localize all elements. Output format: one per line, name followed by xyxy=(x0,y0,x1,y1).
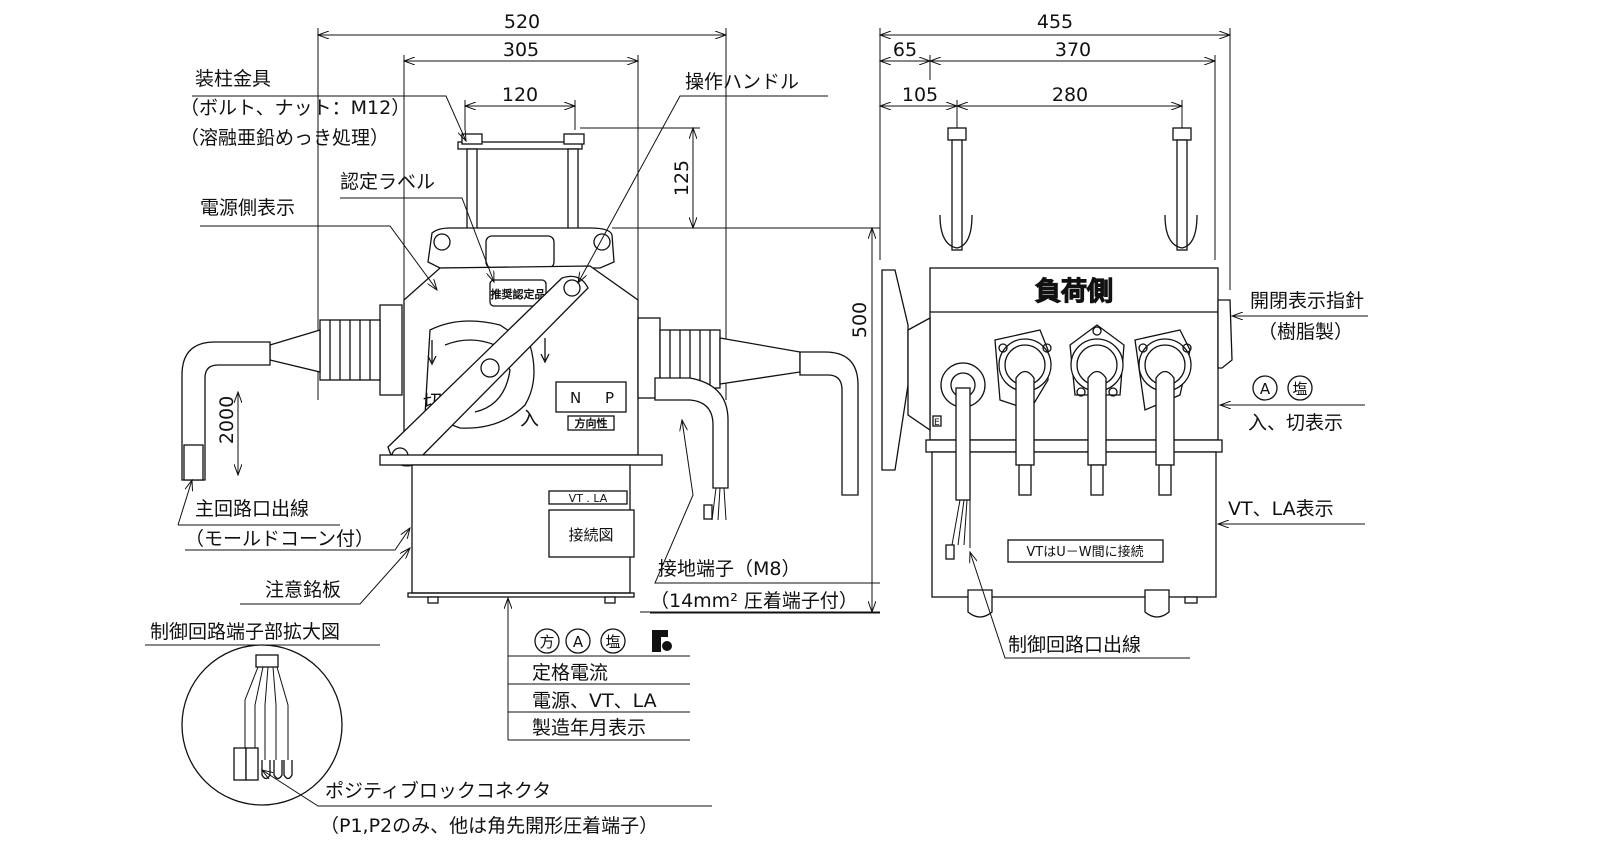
label-ground-terminal: 接地端子（M8） xyxy=(658,558,800,580)
cable-risers xyxy=(945,370,1175,560)
side-dimensions: 455 65 370 105 280 xyxy=(880,11,1230,290)
front-dimensions: 520 305 120 125 500 2000 xyxy=(216,11,880,612)
nameplate-marks: 方 A 塩 xyxy=(534,628,672,654)
side-pole-bolts xyxy=(939,127,1198,251)
handle-guide xyxy=(424,320,535,429)
left-bushing-cable xyxy=(181,304,403,481)
on-mark: 入 xyxy=(520,408,539,430)
label-pole-fitting-finish: （溶融亜鉛めっき処理） xyxy=(180,127,389,149)
dim-370: 370 xyxy=(1055,39,1091,61)
dim-455: 455 xyxy=(1037,11,1073,33)
label-caution-plate: 注意銘板 xyxy=(265,579,341,601)
dim-520: 520 xyxy=(504,11,540,33)
label-pole-fitting: 装柱金具 xyxy=(195,68,271,90)
dim-65: 65 xyxy=(893,39,917,61)
label-vt-la-mark: VT、LA表示 xyxy=(1228,498,1334,520)
dim-305: 305 xyxy=(503,39,539,61)
label-cert-label: 認定ラベル xyxy=(340,171,435,193)
label-main-circuit-lead-note: （モールドコーン付） xyxy=(185,528,374,550)
front-callouts: 装柱金具 （ボルト、ナット：M12） （溶融亜鉛めっき処理） 認定ラベル 電源側… xyxy=(145,68,880,837)
dim-105: 105 xyxy=(902,84,938,106)
dim-2000: 2000 xyxy=(216,396,238,444)
vt-la-plate: VT . LA xyxy=(569,492,608,505)
side-lower-box xyxy=(931,451,1217,598)
base-rail xyxy=(379,454,663,466)
dim-280: 280 xyxy=(1052,84,1088,106)
label-pole-fitting-bolt: （ボルト、ナット：M12） xyxy=(180,97,410,119)
load-side-label: 負荷側 xyxy=(1035,277,1113,307)
side-view-switch: 負荷側 E VTはU－W間に接続 xyxy=(881,127,1233,618)
label-on-off-mark: 入、切表示 xyxy=(1248,412,1343,434)
label-main-circuit-lead: 主回路口出線 xyxy=(195,498,309,520)
label-connector: ポジティブロックコネクタ xyxy=(325,779,551,802)
vt-note-plate: VTはU－W間に接続 xyxy=(1026,544,1143,560)
mark-salt: 塩 xyxy=(605,633,620,651)
np-n: N xyxy=(570,389,581,407)
row-source-vt-la: 電源、VT、LA xyxy=(532,690,657,712)
label-source-side-mark: 電源側表示 xyxy=(200,197,295,219)
row-rated-current: 定格電流 xyxy=(532,662,608,684)
dim-500: 500 xyxy=(849,302,871,338)
side-callouts: 開閉表示指針 （樹脂製） A 塩 入、切表示 VT、LA表示 制御回路口出線 xyxy=(970,290,1368,659)
side-mark-a: A xyxy=(1260,380,1271,398)
direction-label: 方向性 xyxy=(575,416,608,430)
label-indicator-note: （樹脂製） xyxy=(1258,321,1353,343)
earth-mark: E xyxy=(934,418,940,428)
control-terminal-detail-view xyxy=(181,644,343,806)
row-manufacture-date: 製造年月表示 xyxy=(532,717,646,739)
label-operating-handle: 操作ハンドル xyxy=(685,71,799,93)
label-indicator: 開閉表示指針 xyxy=(1250,290,1364,312)
label-control-terminal-detail: 制御回路端子部拡大図 xyxy=(150,621,340,643)
wiring-diagram-plate: 接続図 xyxy=(568,526,613,544)
dim-125: 125 xyxy=(671,160,693,196)
mark-direction: 方 xyxy=(539,633,554,651)
dim-120: 120 xyxy=(502,84,538,106)
side-mark-salt: 塩 xyxy=(1292,380,1307,398)
right-bushing-cable xyxy=(637,317,859,521)
front-view-switch: 推奨認定品 入 切 N P 方向性 VT . LA 接続図 xyxy=(181,133,859,604)
to-logo-icon xyxy=(652,630,672,652)
side-bracket xyxy=(881,269,909,471)
label-control-lead: 制御回路口出線 xyxy=(1008,634,1141,656)
bushings xyxy=(940,324,1192,411)
label-connector-note: （P1,P2のみ、他は角先開形圧着端子） xyxy=(320,815,658,837)
np-p: P xyxy=(605,389,614,407)
mark-a: A xyxy=(573,633,584,651)
label-ground-terminal-note: （14mm² 圧着端子付） xyxy=(650,590,858,612)
cert-sticker-text: 推奨認定品 xyxy=(491,287,546,301)
open-close-indicator xyxy=(1217,299,1233,369)
